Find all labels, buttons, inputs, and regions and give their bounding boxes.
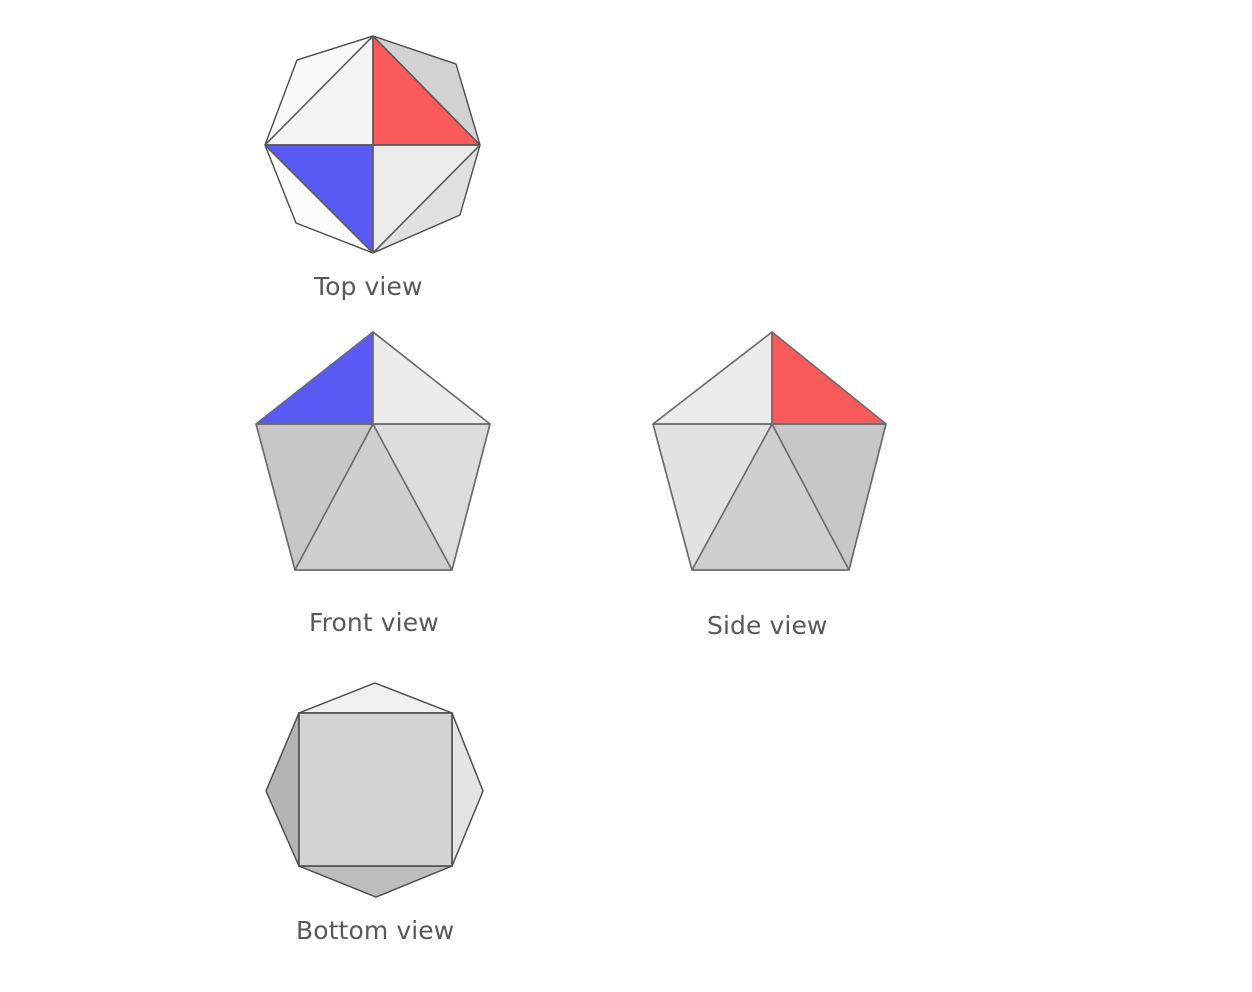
bottom-view-face-center-square [298, 712, 453, 867]
side-view-label: Side view [707, 611, 828, 640]
side-view-outline [652, 331, 887, 571]
front-view-outline [255, 331, 491, 571]
bottom-view-face-right-lobe [451, 712, 484, 867]
top-view-figure [264, 35, 481, 254]
front-view-figure [255, 331, 491, 571]
side-view-figure [652, 331, 887, 571]
side-view-edge-center-bottom-left [691, 423, 773, 571]
top-view-edge-diagonal-sw [264, 144, 374, 254]
top-view-edge-diagonal-nw [264, 35, 374, 146]
bottom-view-face-left-lobe [265, 712, 300, 867]
top-view-label: Top view [314, 272, 423, 301]
top-view-edge-diagonal-ne [372, 35, 481, 146]
side-view-edge-center-bottom-right [771, 423, 850, 571]
bottom-view-label: Bottom view [296, 916, 455, 945]
top-view-edge-diagonal-se [372, 144, 481, 254]
bottom-view-face-top-lobe [298, 682, 453, 714]
front-view-edge-center-bottom-right [372, 423, 453, 571]
bottom-view-face-bottom-lobe [298, 865, 453, 898]
front-view-edge-center-bottom-left [294, 423, 374, 571]
bottom-view-figure [265, 682, 484, 898]
front-view-label: Front view [309, 608, 439, 637]
